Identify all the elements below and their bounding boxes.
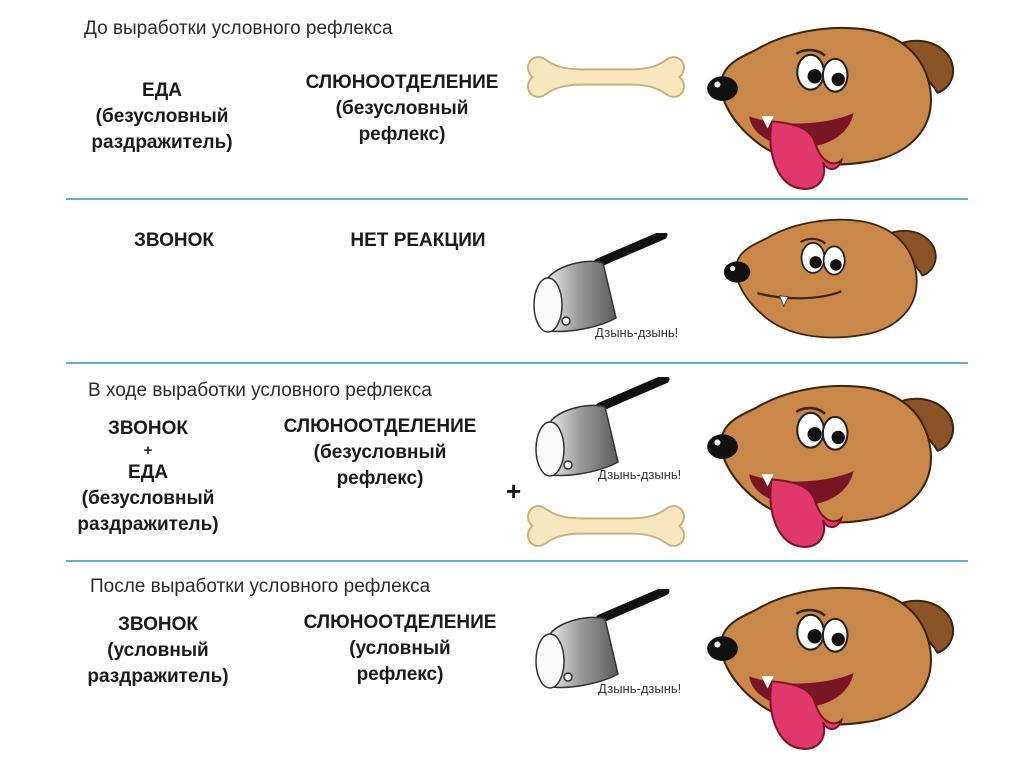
- section-2-stimulus: ЗВОНОК: [44, 228, 304, 254]
- response-line: НЕТ РЕАКЦИИ: [350, 230, 486, 251]
- dog-head-icon: [700, 18, 956, 194]
- stimulus-line: ЕДА: [142, 80, 182, 101]
- stimulus-line: ЗВОНОК: [117, 614, 199, 635]
- dog-head-icon: [700, 578, 956, 754]
- sound-text: Дзынь-дзынь!: [598, 681, 681, 696]
- section-1-response: СЛЮНООТДЕЛЕНИЕ (безусловный рефлекс): [272, 70, 532, 148]
- stimulus-line: ЗВОНОК: [133, 230, 215, 251]
- stimulus-line: ЕДА: [128, 462, 168, 483]
- response-line: рефлекс): [356, 664, 444, 685]
- stimulus-line: раздражитель): [91, 132, 233, 153]
- response-line: (безусловный: [335, 98, 469, 119]
- stimulus-line: +: [143, 442, 153, 459]
- response-line: рефлекс): [358, 124, 446, 145]
- section-4-stimulus: ЗВОНОК (условный раздражитель): [28, 612, 288, 690]
- sound-text: Дзынь-дзынь!: [595, 325, 678, 340]
- sound-caption: Дзынь-дзынь!: [598, 681, 681, 696]
- stimulus-line: (безусловный: [95, 106, 229, 127]
- response-line: рефлекс): [336, 468, 424, 489]
- section-divider: [66, 198, 968, 200]
- section-divider: [66, 362, 968, 364]
- section-3-heading: В ходе выработки условного рефлекса: [88, 380, 432, 401]
- response-line: СЛЮНООТДЕЛЕНИЕ: [303, 612, 497, 633]
- response-line: (безусловный: [313, 442, 447, 463]
- plus-sign: +: [506, 476, 522, 506]
- stimulus-line: ЗВОНОК: [107, 418, 189, 439]
- sound-caption: Дзынь-дзынь!: [595, 325, 678, 340]
- stimulus-line: (условный: [107, 640, 209, 661]
- dog-head-icon: [700, 212, 956, 362]
- section-4-response: СЛЮНООТДЕЛЕНИЕ (условный рефлекс): [270, 610, 530, 688]
- dog-head-icon: [700, 376, 956, 552]
- section-3-response: СЛЮНООТДЕЛЕНИЕ (безусловный рефлекс): [250, 414, 510, 492]
- bone-icon: [525, 42, 687, 112]
- section-divider: [66, 560, 968, 562]
- section-4-heading: После выработки условного рефлекса: [90, 576, 431, 597]
- response-line: СЛЮНООТДЕЛЕНИЕ: [305, 72, 499, 93]
- stimulus-line: раздражитель): [77, 514, 219, 535]
- stimulus-line: раздражитель): [87, 666, 229, 687]
- response-line: СЛЮНООТДЕЛЕНИЕ: [283, 416, 477, 437]
- sound-caption: Дзынь-дзынь!: [598, 467, 681, 482]
- section-2-response: НЕТ РЕАКЦИИ: [288, 228, 548, 254]
- stimulus-line: (безусловный: [81, 488, 215, 509]
- sound-text: Дзынь-дзынь!: [598, 467, 681, 482]
- bone-icon: [525, 494, 687, 558]
- section-1-heading: До выработки условного рефлекса: [84, 18, 393, 39]
- response-line: (условный: [349, 638, 451, 659]
- section-1-stimulus: ЕДА (безусловный раздражитель): [32, 78, 292, 156]
- section-3-stimulus: ЗВОНОК + ЕДА (безусловный раздражитель): [18, 416, 278, 538]
